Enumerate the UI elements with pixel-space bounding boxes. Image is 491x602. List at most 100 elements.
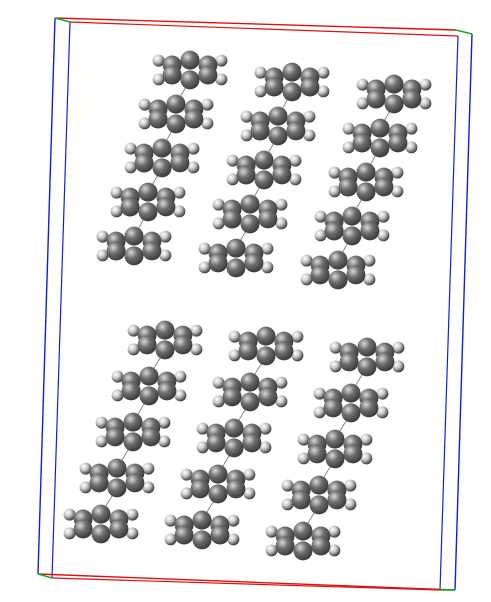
hydrogen-atom[interactable] [405, 122, 418, 135]
hydrogen-atom[interactable] [275, 376, 288, 389]
carbon-atom[interactable] [166, 94, 186, 114]
carbon-atom[interactable] [208, 484, 228, 504]
hydrogen-atom[interactable] [187, 142, 200, 155]
carbon-atom[interactable] [384, 74, 404, 94]
hydrogen-atom[interactable] [212, 217, 225, 230]
hydrogen-atom[interactable] [212, 198, 225, 211]
carbon-atom[interactable] [120, 197, 140, 217]
carbon-atom[interactable] [148, 109, 168, 129]
hydrogen-atom[interactable] [328, 544, 341, 557]
hydrogen-atom[interactable] [95, 416, 108, 429]
atom-layer[interactable] [63, 50, 432, 561]
carbon-atom[interactable] [139, 386, 159, 406]
hydrogen-atom[interactable] [215, 73, 228, 86]
carbon-atom[interactable] [105, 427, 125, 447]
hydrogen-atom[interactable] [344, 479, 357, 492]
carbon-atom[interactable] [311, 536, 331, 556]
hydrogen-atom[interactable] [392, 360, 405, 373]
hydrogen-atom[interactable] [240, 129, 253, 142]
carbon-atom[interactable] [240, 214, 260, 234]
carbon-atom[interactable] [123, 432, 143, 452]
carbon-atom[interactable] [138, 182, 158, 202]
hydrogen-atom[interactable] [313, 406, 326, 419]
carbon-atom[interactable] [242, 433, 262, 453]
hydrogen-atom[interactable] [124, 161, 137, 174]
carbon-atom[interactable] [307, 444, 327, 464]
carbon-atom[interactable] [370, 118, 390, 138]
hydrogen-atom[interactable] [63, 508, 76, 521]
carbon-atom[interactable] [338, 177, 358, 197]
hydrogen-atom[interactable] [314, 229, 327, 242]
carbon-atom[interactable] [125, 473, 145, 493]
carbon-atom[interactable] [356, 162, 376, 182]
hydrogen-atom[interactable] [297, 452, 310, 465]
hydrogen-atom[interactable] [152, 54, 165, 67]
hydrogen-atom[interactable] [190, 324, 203, 337]
carbon-atom[interactable] [268, 126, 288, 146]
hydrogen-atom[interactable] [392, 341, 405, 354]
carbon-atom[interactable] [123, 412, 143, 432]
hydrogen-atom[interactable] [289, 154, 302, 167]
hydrogen-atom[interactable] [328, 525, 341, 538]
hydrogen-atom[interactable] [342, 122, 355, 135]
hydrogen-atom[interactable] [142, 462, 155, 475]
hydrogen-atom[interactable] [313, 387, 326, 400]
hydrogen-atom[interactable] [376, 406, 389, 419]
hydrogen-atom[interactable] [259, 422, 272, 435]
carbon-atom[interactable] [73, 519, 93, 539]
hydrogen-atom[interactable] [174, 370, 187, 383]
carbon-atom[interactable] [293, 541, 313, 561]
carbon-atom[interactable] [124, 226, 144, 246]
carbon-atom[interactable] [325, 449, 345, 469]
hydrogen-atom[interactable] [275, 217, 288, 230]
carbon-atom[interactable] [342, 206, 362, 226]
hydrogen-atom[interactable] [360, 433, 373, 446]
hydrogen-atom[interactable] [329, 341, 342, 354]
carbon-atom[interactable] [226, 238, 246, 258]
hydrogen-atom[interactable] [344, 498, 357, 511]
carbon-atom[interactable] [310, 265, 330, 285]
carbon-atom[interactable] [190, 479, 210, 499]
carbon-atom[interactable] [282, 82, 302, 102]
carbon-atom[interactable] [198, 65, 218, 85]
carbon-atom[interactable] [106, 241, 126, 261]
hydrogen-atom[interactable] [110, 205, 123, 218]
carbon-atom[interactable] [224, 438, 244, 458]
hydrogen-atom[interactable] [196, 441, 209, 454]
hydrogen-atom[interactable] [275, 395, 288, 408]
hydrogen-atom[interactable] [228, 349, 241, 362]
carbon-atom[interactable] [222, 387, 242, 407]
carbon-atom[interactable] [356, 182, 376, 202]
hydrogen-atom[interactable] [356, 97, 369, 110]
hydrogen-atom[interactable] [227, 514, 240, 527]
hydrogen-atom[interactable] [328, 166, 341, 179]
carbon-atom[interactable] [192, 510, 212, 530]
carbon-atom[interactable] [282, 62, 302, 82]
hydrogen-atom[interactable] [110, 186, 123, 199]
hydrogen-atom[interactable] [261, 261, 274, 274]
carbon-atom[interactable] [256, 326, 276, 346]
hydrogen-atom[interactable] [95, 435, 108, 448]
carbon-atom[interactable] [91, 504, 111, 524]
hydrogen-atom[interactable] [228, 330, 241, 343]
hydrogen-atom[interactable] [127, 343, 140, 356]
hydrogen-atom[interactable] [419, 78, 432, 91]
hydrogen-atom[interactable] [328, 185, 341, 198]
carbon-atom[interactable] [375, 352, 395, 372]
hydrogen-atom[interactable] [289, 173, 302, 186]
hydrogen-atom[interactable] [419, 97, 432, 110]
hydrogen-atom[interactable] [300, 273, 313, 286]
carbon-atom[interactable] [274, 341, 294, 361]
carbon-atom[interactable] [339, 352, 359, 372]
carbon-atom[interactable] [370, 138, 390, 158]
carbon-atom[interactable] [240, 194, 260, 214]
hydrogen-atom[interactable] [391, 185, 404, 198]
carbon-atom[interactable] [258, 209, 278, 229]
hydrogen-atom[interactable] [297, 433, 310, 446]
hydrogen-atom[interactable] [173, 186, 186, 199]
hydrogen-atom[interactable] [329, 360, 342, 373]
carbon-atom[interactable] [258, 387, 278, 407]
carbon-atom[interactable] [240, 392, 260, 412]
hydrogen-atom[interactable] [126, 508, 139, 521]
